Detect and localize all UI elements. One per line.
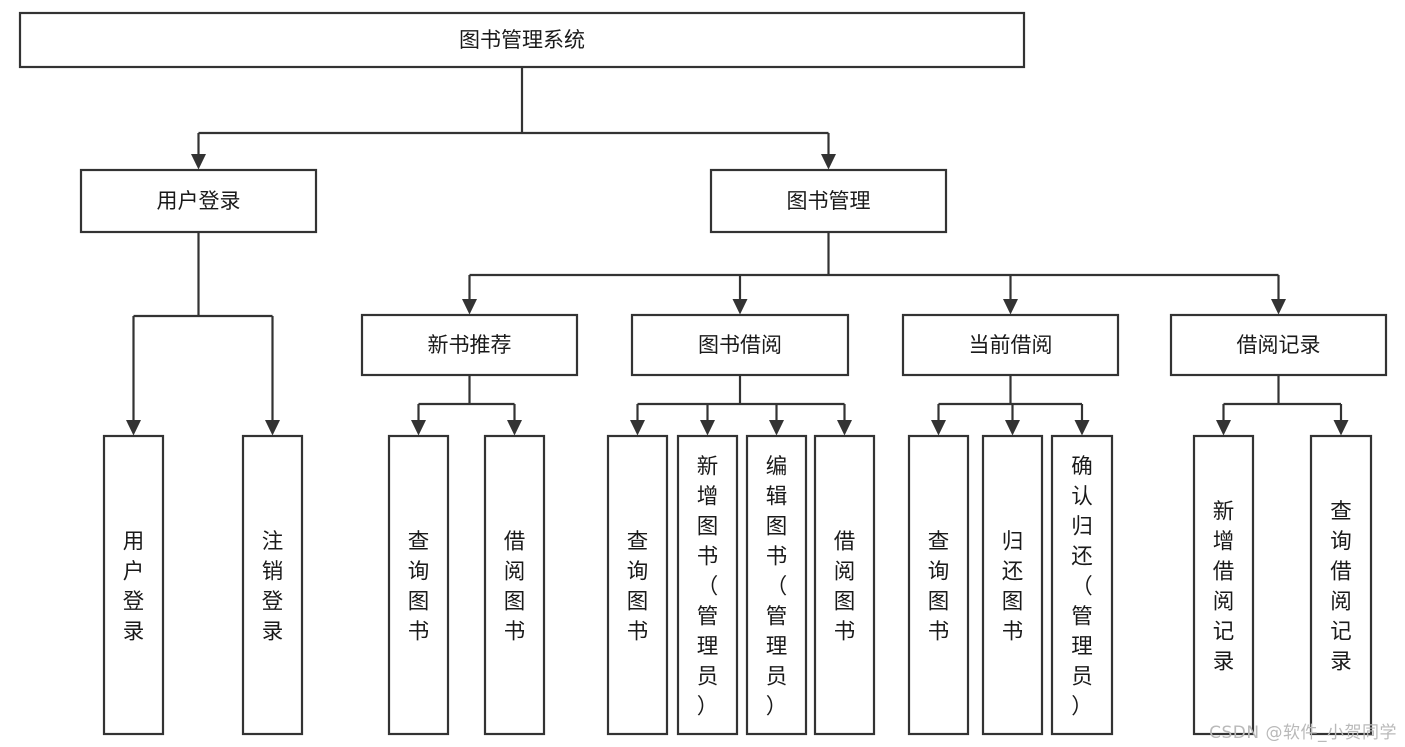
arrow-head-icon <box>732 299 748 315</box>
node-layer: 图书管理系统用户登录图书管理新书推荐图书借阅当前借阅借阅记录用户登录注销登录查询… <box>18 11 1388 736</box>
node-label: 新增图书（管理员） <box>697 454 719 719</box>
node-label: 用户登录 <box>157 189 241 213</box>
node-label: 图书管理系统 <box>459 28 585 52</box>
node-box[interactable] <box>606 434 669 736</box>
arrow-head-icon <box>1003 299 1018 315</box>
node-label: 当前借阅 <box>969 333 1053 357</box>
arrow-head-icon <box>821 154 836 170</box>
node-l3e1[interactable]: 新增借阅记录 <box>1192 434 1255 736</box>
node-label: 图书借阅 <box>698 333 782 357</box>
node-l3c4[interactable]: 借阅图书 <box>813 434 876 736</box>
node-label: 注销登录 <box>262 529 284 644</box>
node-box[interactable] <box>1309 434 1373 736</box>
node-box[interactable] <box>387 434 450 736</box>
node-box[interactable] <box>709 168 948 234</box>
arrow-head-icon <box>700 420 715 436</box>
node-box[interactable] <box>483 434 546 736</box>
node-box[interactable] <box>18 11 1026 69</box>
node-l3b1[interactable]: 查询图书 <box>387 434 450 736</box>
node-l2a[interactable]: 新书推荐 <box>360 313 579 377</box>
arrow-head-icon <box>1216 420 1231 436</box>
node-l3c3[interactable]: 编辑图书（管理员） <box>745 434 808 736</box>
arrow-head-icon <box>1271 299 1286 315</box>
arrow-head-icon <box>126 420 141 436</box>
node-box[interactable] <box>901 313 1120 377</box>
node-l2c[interactable]: 当前借阅 <box>901 313 1120 377</box>
node-box[interactable] <box>1169 313 1388 377</box>
node-label: 新书推荐 <box>428 333 512 357</box>
node-label: 用户登录 <box>123 529 145 644</box>
node-label: 查询图书 <box>627 529 649 644</box>
node-box[interactable] <box>676 434 739 736</box>
node-label: 归还图书 <box>1002 529 1024 644</box>
node-box[interactable] <box>102 434 165 736</box>
node-label: 借阅记录 <box>1237 333 1321 357</box>
node-l3c1[interactable]: 查询图书 <box>606 434 669 736</box>
arrow-head-icon <box>265 420 280 436</box>
arrow-head-icon <box>411 420 426 436</box>
node-l3a2[interactable]: 注销登录 <box>241 434 304 736</box>
node-label: 查询借阅记录 <box>1330 499 1352 674</box>
arrow-head-icon <box>837 420 852 436</box>
node-box[interactable] <box>813 434 876 736</box>
node-root[interactable]: 图书管理系统 <box>18 11 1026 69</box>
arrow-head-icon <box>191 154 206 170</box>
node-box[interactable] <box>1192 434 1255 736</box>
node-label: 图书管理 <box>787 189 871 213</box>
node-box[interactable] <box>1050 434 1114 736</box>
node-label: 确认归还（管理员） <box>1071 454 1093 719</box>
node-l2d[interactable]: 借阅记录 <box>1169 313 1388 377</box>
arrow-head-icon <box>931 420 946 436</box>
node-l3c2[interactable]: 新增图书（管理员） <box>676 434 739 736</box>
node-label: 查询图书 <box>928 529 950 644</box>
node-box[interactable] <box>907 434 970 736</box>
node-box[interactable] <box>360 313 579 377</box>
arrow-head-icon <box>630 420 645 436</box>
node-l3b2[interactable]: 借阅图书 <box>483 434 546 736</box>
node-label: 借阅图书 <box>834 529 856 644</box>
arrow-head-icon <box>1005 420 1020 436</box>
node-label: 借阅图书 <box>504 529 526 644</box>
node-l3d2[interactable]: 归还图书 <box>981 434 1044 736</box>
node-box[interactable] <box>79 168 318 234</box>
connector-layer <box>126 67 1349 436</box>
node-l3e2[interactable]: 查询借阅记录 <box>1309 434 1373 736</box>
node-label: 编辑图书（管理员） <box>766 454 788 719</box>
node-box[interactable] <box>241 434 304 736</box>
node-l1b[interactable]: 图书管理 <box>709 168 948 234</box>
arrow-head-icon <box>462 299 477 315</box>
arrow-head-icon <box>507 420 522 436</box>
node-box[interactable] <box>745 434 808 736</box>
node-l3d3[interactable]: 确认归还（管理员） <box>1050 434 1114 736</box>
node-box[interactable] <box>630 313 850 377</box>
arrow-head-icon <box>1074 420 1090 436</box>
node-l2b[interactable]: 图书借阅 <box>630 313 850 377</box>
node-l1a[interactable]: 用户登录 <box>79 168 318 234</box>
node-box[interactable] <box>981 434 1044 736</box>
node-label: 新增借阅记录 <box>1213 499 1235 674</box>
node-label: 查询图书 <box>408 529 430 644</box>
node-l3a1[interactable]: 用户登录 <box>102 434 165 736</box>
arrow-head-icon <box>1333 420 1349 436</box>
node-l3d1[interactable]: 查询图书 <box>907 434 970 736</box>
arrow-head-icon <box>769 420 784 436</box>
